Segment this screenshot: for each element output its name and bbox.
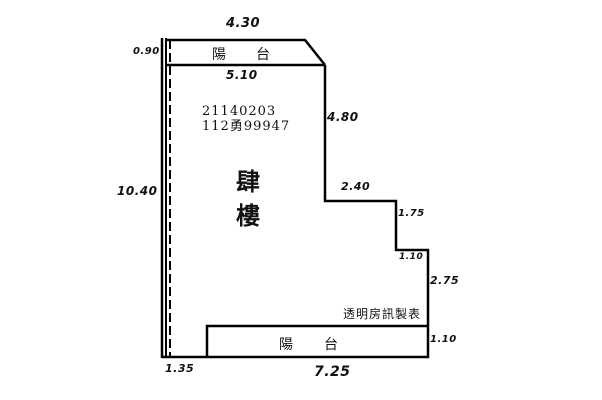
room-label-line1: 肆 xyxy=(236,167,260,196)
dim-room-top-width: 5.10 xyxy=(226,68,258,82)
dim-step2-width: 1.10 xyxy=(399,252,424,262)
dim-top-balcony-width: 4.30 xyxy=(226,16,261,31)
bottom-balcony-outline xyxy=(205,324,428,357)
top-balcony-label-left: 陽 xyxy=(212,47,226,63)
dim-step-width: 2.40 xyxy=(341,180,371,193)
dim-right-lower-height: 2.75 xyxy=(430,274,460,287)
dim-step-height: 1.75 xyxy=(398,208,425,219)
watermark-text: 透明房訊製表 xyxy=(343,307,422,321)
dim-left-height: 10.40 xyxy=(117,184,158,198)
top-balcony-outline xyxy=(166,38,326,66)
code-line-1: 21140203 xyxy=(202,104,277,119)
dim-right-upper-height: 4.80 xyxy=(327,110,359,124)
room-label-line2: 樓 xyxy=(236,201,260,230)
top-balcony-label-right: 台 xyxy=(256,47,270,63)
bottom-balcony-label-right: 台 xyxy=(324,337,338,353)
main-room-outline xyxy=(162,65,430,359)
code-line-2: 112勇99947 xyxy=(202,119,291,134)
dim-top-balcony-depth: 0.90 xyxy=(133,46,160,57)
bottom-balcony-label-left: 陽 xyxy=(279,337,293,353)
dim-bottom-left-offset: 1.35 xyxy=(165,362,195,375)
dim-bottom-balcony-width: 7.25 xyxy=(314,364,351,380)
dim-bottom-balcony-depth: 1.10 xyxy=(430,334,457,345)
